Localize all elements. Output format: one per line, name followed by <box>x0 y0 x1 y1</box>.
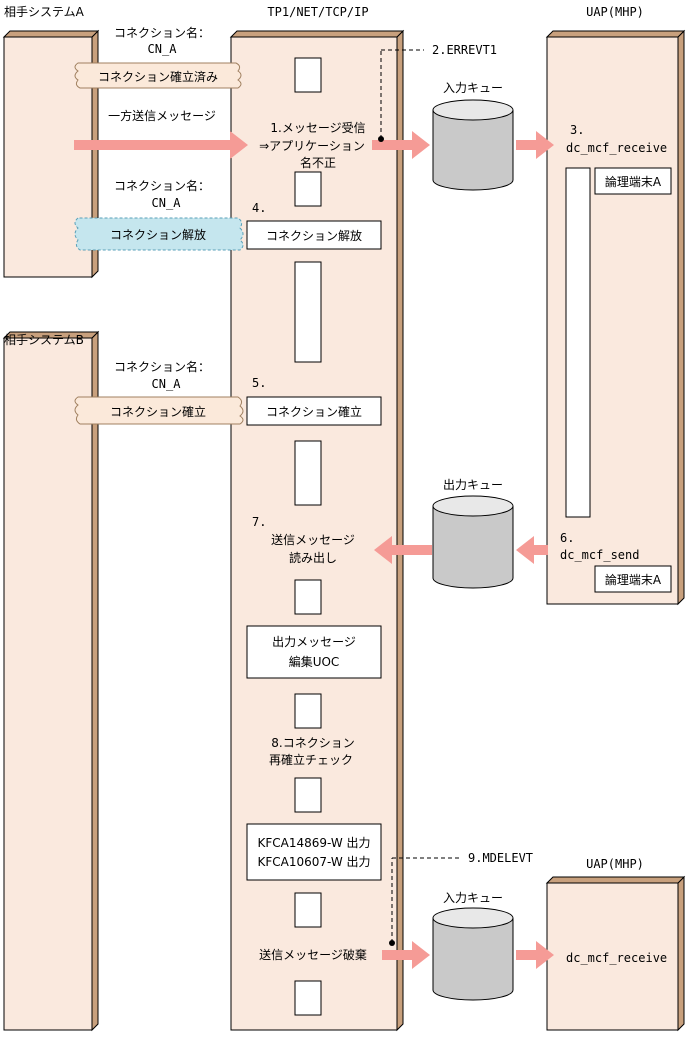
step8-line2: 再確立チェック <box>269 752 353 767</box>
receive-bottom-func: dc_mcf_receive <box>566 951 667 965</box>
step9-label: 9.MDELEVT <box>468 851 533 865</box>
uap-bottom-pillar <box>545 875 686 1032</box>
uap-active-bar <box>565 167 591 518</box>
output-queue-cylinder <box>432 495 514 589</box>
event-line-errevt1 <box>378 49 424 142</box>
tp1-slot-3 <box>294 261 322 363</box>
discard-label: 送信メッセージ破棄 <box>259 947 367 962</box>
tp1-slot-4 <box>294 440 322 506</box>
kfca-line2: KFCA10607-W 出力 <box>257 855 370 869</box>
tp1-slot-8 <box>294 892 322 928</box>
scroll-establish: コネクション確立 <box>74 396 244 425</box>
conn-name-3b: CN_A <box>152 377 182 391</box>
terminal-label-2: 論理端末A <box>605 572 662 587</box>
step7-line2: 読み出し <box>289 550 337 565</box>
tp1-slot-1 <box>294 57 322 93</box>
arrow-to-input-queue-top <box>372 131 430 159</box>
conn-release-box-label: コネクション解放 <box>266 228 362 243</box>
kfca-box <box>246 823 382 881</box>
terminal-box-1 <box>594 167 672 195</box>
arrow-queue-to-uap-top <box>516 131 554 159</box>
scroll-establish-label: コネクション確立 <box>110 404 206 419</box>
terminal-label-1: 論理端末A <box>605 174 662 189</box>
conn-release-box <box>246 220 382 250</box>
step3-number: 3. <box>570 123 584 137</box>
arrow-uap-to-output-queue <box>516 536 548 564</box>
system-b-pillar <box>2 330 100 1032</box>
oneway-message-label: 一方送信メッセージ <box>108 108 216 123</box>
conn-establish-box-label: コネクション確立 <box>266 404 362 419</box>
input-queue-top-label: 入力キュー <box>443 81 503 95</box>
step2-label: 2.ERREVT1 <box>432 43 497 57</box>
step6-func: dc_mcf_send <box>560 548 639 562</box>
input-queue-bottom-label: 入力キュー <box>443 891 503 905</box>
scroll-release-label: コネクション解放 <box>110 227 206 242</box>
event-line-mdelevt <box>389 857 460 946</box>
step1-line1: 1.メッセージ受信 <box>270 121 365 135</box>
tp1-slot-7 <box>294 777 322 813</box>
arrows <box>74 131 554 969</box>
scroll-established-done-label: コネクション確立済み <box>98 69 218 84</box>
uoc-line1: 出力メッセージ <box>272 635 356 649</box>
tp1-title: TP1/NET/TCP/IP <box>267 5 368 19</box>
system-a-title: 相手システムA <box>4 5 85 19</box>
uap-bottom-title: UAP(MHP) <box>586 857 644 871</box>
conn-name-1a: コネクション名： <box>114 25 210 40</box>
conn-establish-box <box>246 396 382 426</box>
tp1-slot-5 <box>294 579 322 615</box>
conn-name-2a: コネクション名： <box>114 178 210 193</box>
step3-func: dc_mcf_receive <box>566 141 667 155</box>
scroll-established-done: コネクション確立済み <box>74 62 242 89</box>
step1-line2: ⇒アプリケーション <box>259 139 365 153</box>
uoc-box <box>246 625 382 679</box>
kfca-line1: KFCA14869-W 出力 <box>257 836 370 850</box>
tp1-slot-6 <box>294 693 322 729</box>
uoc-line2: 編集UOC <box>289 654 340 669</box>
conn-name-2b: CN_A <box>152 196 182 210</box>
terminal-box-2 <box>594 565 672 593</box>
arrow-oneway-message <box>74 131 248 159</box>
arrow-output-queue-to-tp1 <box>374 536 432 564</box>
step4-number: 4. <box>252 201 266 215</box>
step5-number: 5. <box>252 376 266 390</box>
output-queue-label: 出力キュー <box>443 478 503 492</box>
arrow-discard-to-input-queue-bottom <box>382 941 430 969</box>
step6-number: 6. <box>560 531 574 545</box>
scroll-release: コネクション解放 <box>74 217 244 251</box>
input-queue-top-cylinder <box>432 99 514 191</box>
system-b-title: 相手システムB <box>4 333 84 347</box>
conn-name-1b: CN_A <box>148 42 178 56</box>
tp1-slot-9 <box>294 980 322 1016</box>
input-queue-bottom-cylinder <box>432 907 514 1001</box>
step7-number: 7. <box>252 515 266 529</box>
conn-name-3a: コネクション名： <box>114 359 210 374</box>
step7-line1: 送信メッセージ <box>271 532 355 547</box>
arrow-queue-to-uap-bottom <box>516 941 554 969</box>
step1-line3: 名不正 <box>300 155 336 170</box>
uap-top-title: UAP(MHP) <box>586 5 644 19</box>
tp1-slot-2 <box>294 171 322 207</box>
step8-line1: 8.コネクション <box>271 736 354 750</box>
